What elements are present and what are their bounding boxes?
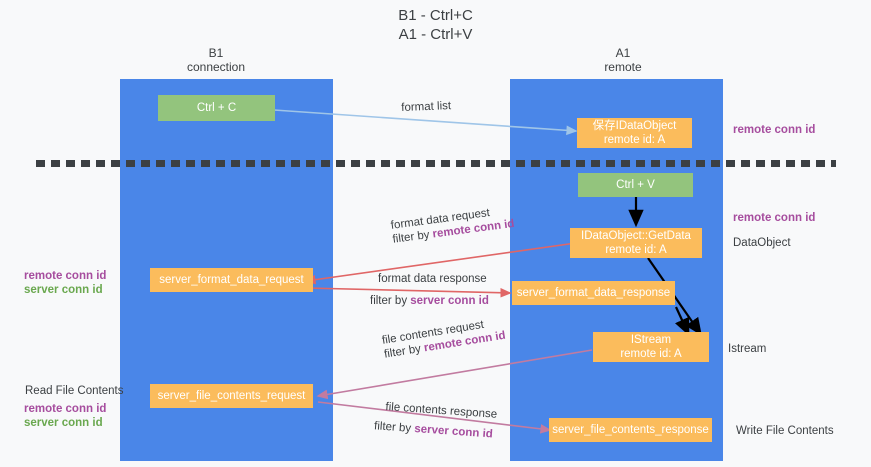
filter-prefix-2: filter by bbox=[370, 295, 411, 307]
column-role-b1: connection bbox=[186, 60, 246, 74]
column-name-b1: B1 bbox=[208, 46, 224, 60]
annotation-left-remote-conn-id-mid: remote conn id bbox=[24, 270, 107, 282]
annotation-write-file-contents: Write File Contents bbox=[736, 425, 834, 437]
annotation-dataobject: DataObject bbox=[733, 237, 791, 249]
filter-key-2: server conn id bbox=[410, 295, 489, 307]
edge-label-format-data-response-text: format data response bbox=[378, 273, 487, 285]
annotation-left-remote-conn-id-bot: remote conn id bbox=[24, 403, 107, 415]
node-server-format-data-request[interactable]: server_format_data_request bbox=[150, 268, 313, 292]
edge-label-file-contents-response-text: file contents response bbox=[385, 400, 498, 421]
node-istream-line2: remote id: A bbox=[620, 348, 682, 360]
node-server-format-data-response-label: server_format_data_response bbox=[516, 287, 671, 299]
edge-label-format-data-request: format data request filter by remote con… bbox=[390, 203, 515, 247]
node-ctrl-c[interactable]: Ctrl + C bbox=[158, 95, 275, 121]
filter-prefix-1: filter by bbox=[391, 228, 434, 246]
node-server-file-contents-request-label: server_file_contents_request bbox=[157, 390, 306, 402]
filter-key-4: server conn id bbox=[413, 423, 494, 441]
annotation-read-file-contents: Read File Contents bbox=[25, 385, 124, 397]
column-header-b1: B1 connection bbox=[160, 46, 272, 74]
node-ctrl-c-label: Ctrl + C bbox=[196, 102, 237, 114]
edge-label-format-list: format list bbox=[401, 99, 451, 115]
node-save-idataobject[interactable]: 保存IDataObject remote id: A bbox=[577, 118, 692, 148]
node-istream[interactable]: IStream remote id: A bbox=[593, 332, 709, 362]
node-istream-line1: IStream bbox=[630, 334, 672, 346]
node-server-format-data-request-label: server_format_data_request bbox=[159, 274, 304, 286]
node-ctrl-v[interactable]: Ctrl + V bbox=[578, 173, 693, 197]
diagram-title: B1 - Ctrl+C A1 - Ctrl+V bbox=[398, 7, 473, 43]
node-save-idataobject-line1: 保存IDataObject bbox=[592, 120, 677, 132]
node-idataobject-getdata-line1: IDataObject::GetData bbox=[581, 230, 691, 242]
annotation-remote-conn-id-top: remote conn id bbox=[733, 124, 816, 136]
column-role-a1: remote bbox=[604, 60, 642, 74]
node-server-format-data-response[interactable]: server_format_data_response bbox=[512, 281, 675, 305]
node-server-file-contents-request[interactable]: server_file_contents_request bbox=[150, 384, 313, 408]
annotation-left-server-conn-id-bot: server conn id bbox=[24, 417, 103, 429]
annotation-left-server-conn-id-mid: server conn id bbox=[24, 284, 103, 296]
column-header-a1: A1 remote bbox=[567, 46, 679, 74]
node-server-file-contents-response-label: server_file_contents_response bbox=[552, 424, 709, 436]
node-save-idataobject-line2: remote id: A bbox=[603, 134, 666, 146]
annotation-istream: Istream bbox=[728, 343, 767, 355]
node-idataobject-getdata[interactable]: IDataObject::GetData remote id: A bbox=[570, 228, 702, 258]
annotation-remote-conn-id-mid: remote conn id bbox=[733, 212, 816, 224]
node-ctrl-v-label: Ctrl + V bbox=[616, 179, 655, 191]
edge-filter-format-data-response: filter by server conn id bbox=[370, 294, 489, 308]
column-name-a1: A1 bbox=[615, 46, 631, 60]
phase-divider bbox=[36, 160, 836, 167]
edge-label-format-data-response: format data response filter by server co… bbox=[370, 272, 489, 308]
node-server-file-contents-response[interactable]: server_file_contents_response bbox=[549, 418, 712, 442]
edge-label-file-contents-response: file contents response filter by server … bbox=[374, 400, 498, 442]
edge-filter-file-contents-response: filter by server conn id bbox=[374, 419, 497, 441]
edge-label-format-list-text: format list bbox=[401, 100, 452, 114]
node-idataobject-getdata-line2: remote id: A bbox=[605, 244, 667, 256]
filter-prefix-4: filter by bbox=[373, 420, 415, 436]
edge-label-file-contents-request: file contents request filter by remote c… bbox=[381, 315, 507, 362]
